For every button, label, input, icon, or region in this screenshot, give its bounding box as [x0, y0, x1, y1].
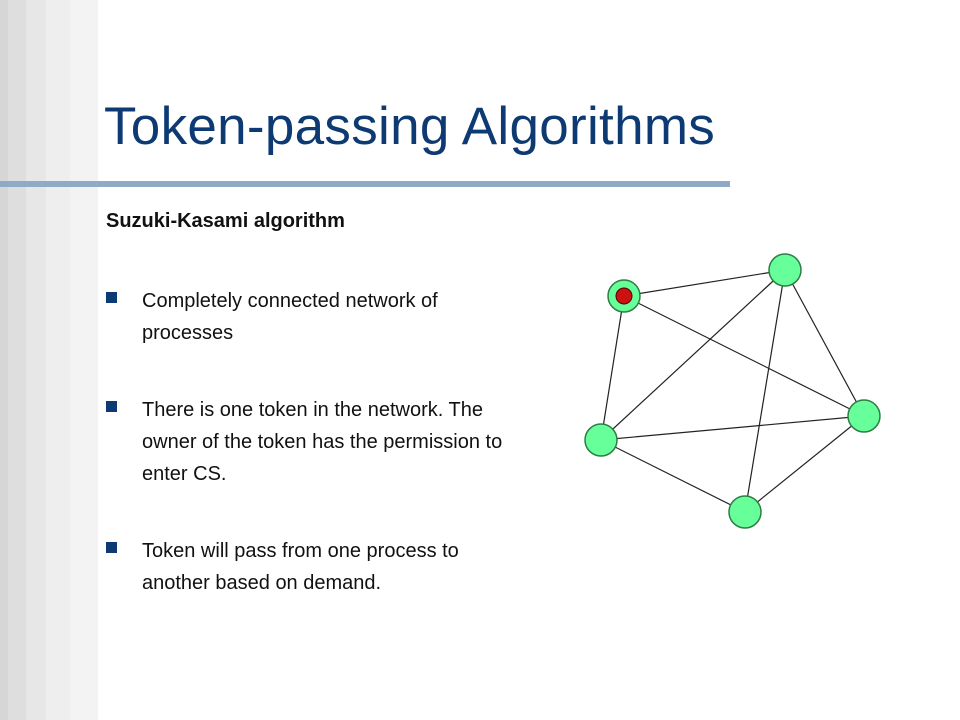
slide-title: Token-passing Algorithms [104, 97, 716, 156]
edge-p2-p5 [744, 269, 786, 513]
bullet-text: There is one token in the network. The o… [142, 399, 503, 485]
edge-p3-p4 [600, 415, 865, 441]
edge-p4-p5 [600, 439, 746, 513]
network-nodes [584, 253, 881, 529]
edge-p2-p4 [600, 269, 786, 441]
process-node-p3 [847, 399, 881, 433]
network-edges [600, 269, 865, 513]
square-bullet-icon [106, 292, 117, 303]
process-node-p4 [584, 423, 618, 457]
square-bullet-icon [106, 542, 117, 553]
bullet-text: Token will pass from one process to anot… [142, 540, 459, 594]
square-bullet-icon [106, 401, 117, 412]
edge-p2-p3 [784, 269, 865, 417]
process-node-p5 [728, 495, 762, 529]
edge-p3-p5 [744, 415, 865, 513]
edge-p1-p4 [600, 295, 625, 441]
process-node-p2 [768, 253, 802, 287]
edge-p1-p2 [623, 269, 786, 297]
edge-p1-p3 [623, 295, 865, 417]
title-underline [0, 181, 730, 187]
slide-subtitle: Suzuki-Kasami algorithm [106, 210, 345, 232]
token-icon [615, 287, 633, 305]
bullet-text: Completely connected network of processe… [142, 290, 438, 344]
